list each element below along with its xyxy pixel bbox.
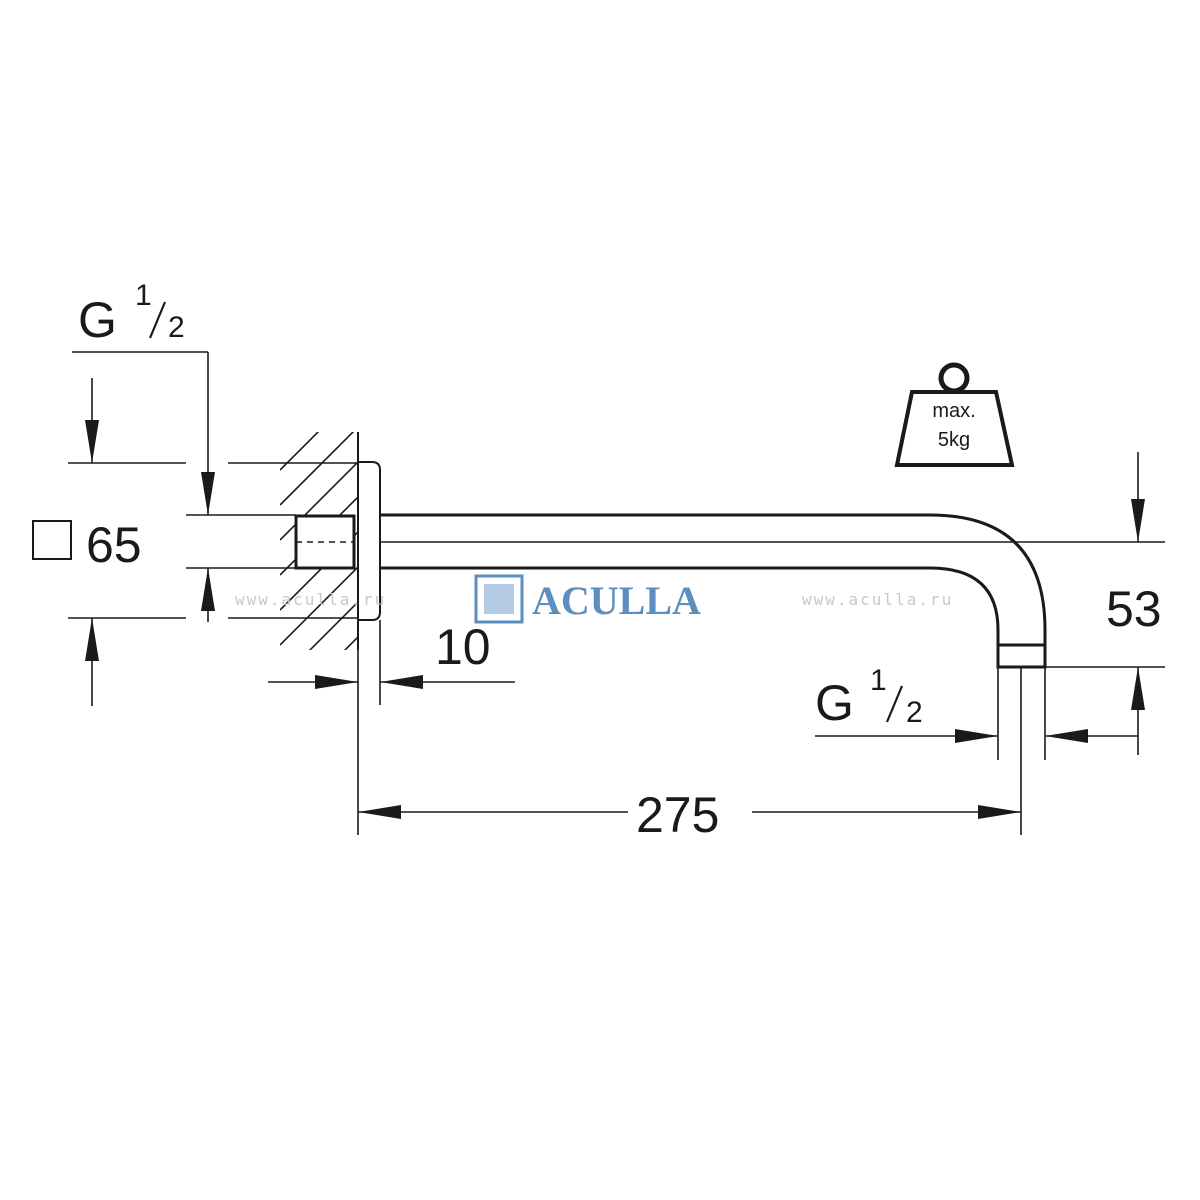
arm-inner-edge [380,566,1000,645]
label-thread-bottom-den: 2 [906,696,923,729]
dimension-thread-top: G 1 2 [72,279,296,622]
weight-icon: max. 5kg [894,362,1015,467]
outlet-nut [996,643,1047,669]
weight-line1: max. [932,400,975,422]
watermark-url-left: www.aculla.ru [235,590,386,609]
dimension-thread-bottom: G 1 2 [815,664,1138,743]
wall-hatching [280,432,358,650]
label-thread-top-num: 1 [135,279,152,312]
label-thread-bottom: G [815,675,854,731]
brand-name: ACULLA [532,578,701,623]
label-outlet-height: 53 [1106,581,1162,637]
dimension-square: 65 [32,378,358,706]
shower-arm [380,513,1165,835]
label-flange-thickness: 10 [435,619,491,675]
watermark-url-right: www.aculla.ru [802,590,953,609]
dimension-flange: 10 [268,619,515,705]
label-thread-top-den: 2 [168,311,185,344]
dimension-outlet-height: 53 [1045,452,1165,755]
dimension-length: 275 [357,650,1021,843]
label-thread-bottom-num: 1 [870,664,887,697]
label-thread-top: G [78,292,117,348]
flange [358,461,381,621]
arm-outer-edge [380,513,1047,645]
brand-logo: ACULLA [474,574,701,624]
label-arm-length: 275 [636,787,719,843]
wall [280,432,359,650]
weight-line2: 5kg [938,429,970,451]
label-square-size: 65 [86,517,142,573]
watermark: www.aculla.ru www.aculla.ru ACULLA [235,574,953,624]
square-symbol [32,520,72,560]
